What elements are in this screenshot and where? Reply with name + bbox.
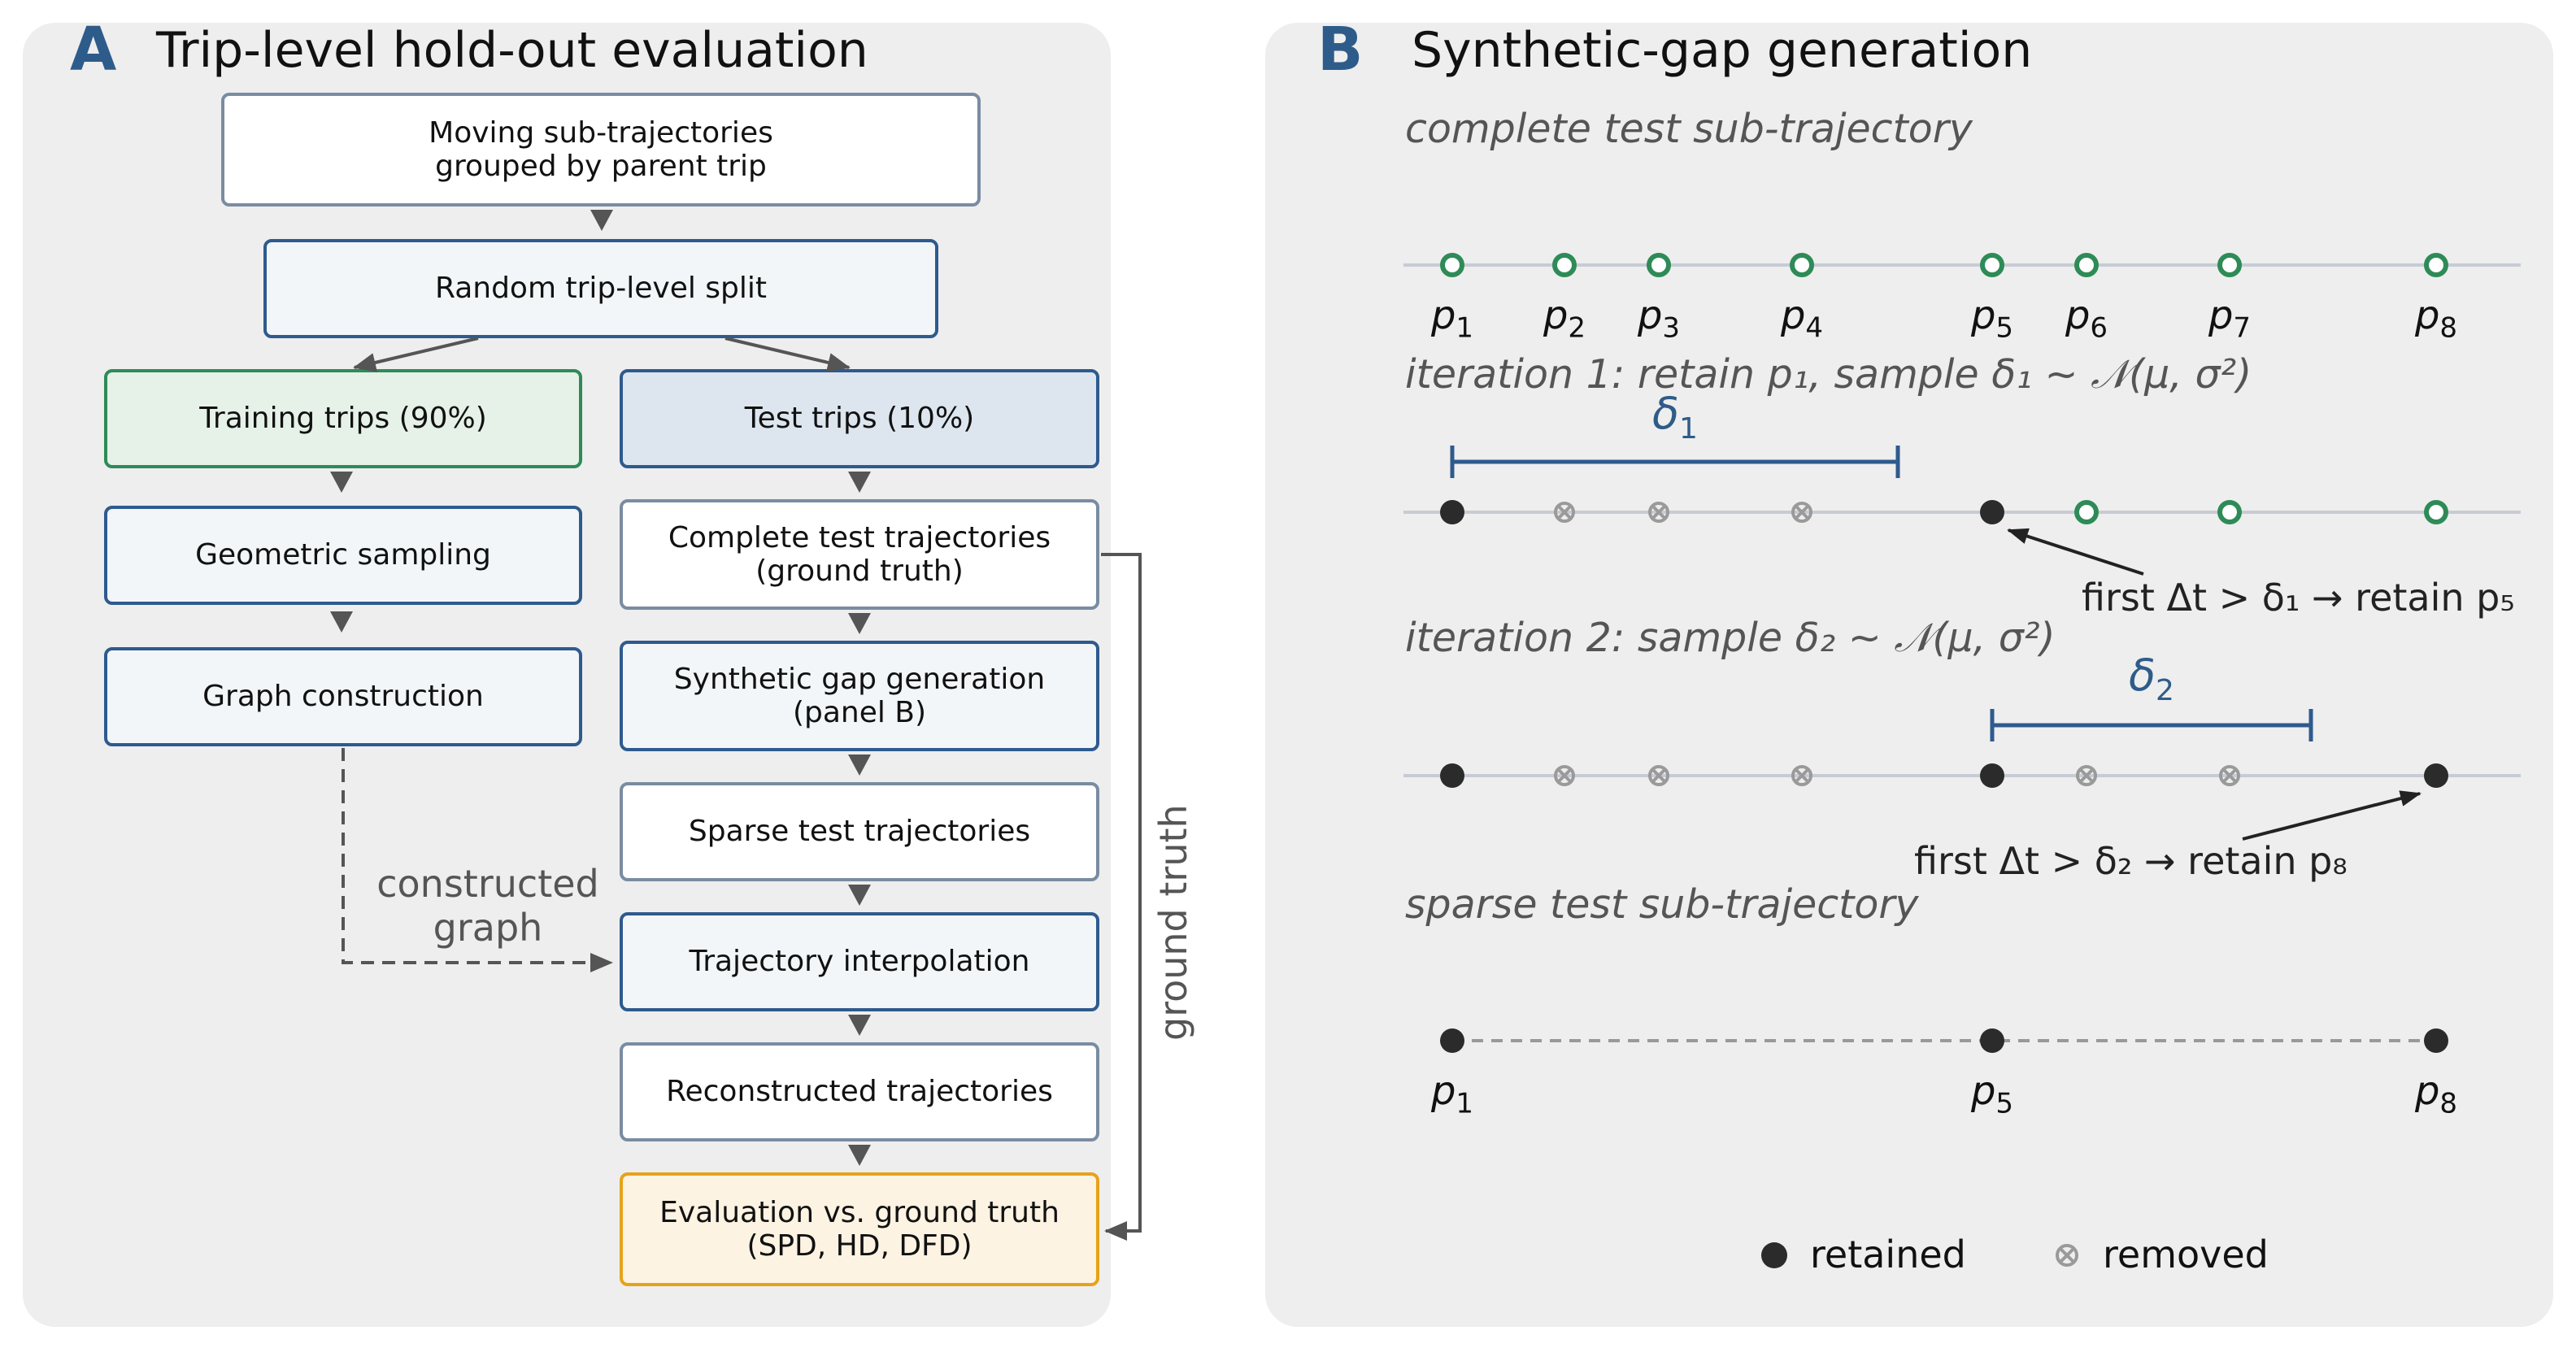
sparse-label-p8: p8: [2414, 1068, 2458, 1120]
box-random-split: Random trip-level split: [263, 239, 938, 338]
delta-1-bracket: [1450, 446, 1900, 478]
box-synthetic-gap-generation: Synthetic gap generation (panel B): [620, 641, 1099, 751]
timelines: [1403, 263, 2521, 777]
panel-a-title: Trip-level hold-out evaluation: [156, 22, 868, 79]
note-retain-p5: first Δt > δ₁ → retain p₅: [2082, 576, 2515, 620]
arrow-split-to-test: [724, 337, 851, 372]
sparse-point-p5: [1980, 1028, 2004, 1053]
box-reconstructed-trajectories: Reconstructed trajectories: [620, 1042, 1099, 1141]
constructed-graph-arrow: [342, 748, 613, 972]
point-p3-removed: [1648, 765, 1669, 786]
arrow-moving-to-split: [590, 210, 613, 231]
box-complete-test-trajectories: Complete test trajectories (ground truth…: [620, 499, 1099, 610]
constructed-graph-label: constructed graph: [376, 862, 599, 950]
row1-points: [1440, 253, 2448, 277]
panel-a-letter: A: [70, 15, 117, 85]
point-p4-removed: [1791, 502, 1812, 523]
flow-arrows: [330, 210, 871, 1166]
point-p1-retained: [1440, 763, 1464, 788]
point-p2: [1552, 253, 1577, 277]
point-label-p8: p8: [2414, 293, 2458, 345]
delta-2-bracket: [1990, 709, 2313, 741]
box-sparse-test-trajectories: Sparse test trajectories: [620, 782, 1099, 881]
arrow-to-p5: [2007, 528, 2144, 576]
point-p1-retained: [1440, 500, 1464, 524]
sparse-point-p8: [2424, 1028, 2448, 1053]
arrow-recon-to-eval: [848, 1145, 871, 1166]
arrow-geometric-to-graph: [330, 611, 353, 633]
point-p8: [2424, 253, 2448, 277]
point-p7-pending: [2217, 500, 2242, 524]
arrow-sparse-to-interp: [848, 885, 871, 906]
point-p7-removed: [2219, 765, 2240, 786]
legend-retained-label: retained: [1810, 1233, 1966, 1276]
point-p5-retained: [1980, 763, 2004, 788]
point-p5-retained: [1980, 500, 2004, 524]
ground-truth-arrow: [1101, 553, 1142, 1241]
point-p3: [1647, 253, 1671, 277]
arrow-split-to-training: [353, 337, 479, 372]
point-p4: [1790, 253, 1814, 277]
point-p4-removed: [1791, 765, 1812, 786]
legend-removed-label: removed: [2103, 1233, 2269, 1276]
arrow-synthetic-to-sparse: [848, 754, 871, 776]
point-p8-pending: [2424, 500, 2448, 524]
box-test-trips: Test trips (10%): [620, 369, 1099, 468]
box-moving-subtrajectories: Moving sub-trajectories grouped by paren…: [221, 93, 981, 207]
row2-points: [1440, 500, 2448, 524]
sparse-label-p5: p5: [1970, 1068, 2014, 1120]
row-title-sparse: sparse test sub-trajectory: [1405, 881, 1919, 928]
arrow-test-to-complete: [848, 472, 871, 493]
point-p6-pending: [2074, 500, 2099, 524]
point-label-p4: p4: [1780, 293, 1824, 345]
panel-b: [1265, 23, 2553, 1327]
delta-1-label: δ1: [1652, 388, 1698, 446]
point-label-p1: p1: [1430, 293, 1474, 345]
row-title-complete: complete test sub-trajectory: [1405, 106, 1973, 152]
box-evaluation: Evaluation vs. ground truth (SPD, HD, DF…: [620, 1172, 1099, 1286]
point-p8-retained: [2424, 763, 2448, 788]
legend-removed-marker: [2056, 1244, 2078, 1267]
sparse-label-p1: p1: [1430, 1068, 1474, 1120]
point-p6-removed: [2076, 765, 2097, 786]
box-trajectory-interpolation: Trajectory interpolation: [620, 912, 1099, 1011]
point-p6: [2074, 253, 2099, 277]
point-label-p2: p2: [1543, 293, 1586, 345]
note-retain-p8: first Δt > δ₂ → retain p₈: [1914, 839, 2348, 883]
row3-points: [1440, 763, 2448, 788]
panel-b-title: Synthetic-gap generation: [1412, 22, 2033, 79]
point-p2-removed: [1554, 502, 1575, 523]
point-p7: [2217, 253, 2242, 277]
point-p2-removed: [1554, 765, 1575, 786]
legend-retained-marker: [1761, 1242, 1787, 1268]
arrow-interp-to-recon: [848, 1015, 871, 1036]
point-label-p5: p5: [1970, 293, 2014, 345]
point-label-p7: p7: [2208, 293, 2252, 345]
row4-points: [1440, 1028, 2448, 1053]
box-geometric-sampling: Geometric sampling: [104, 506, 582, 605]
row-title-iteration-1: iteration 1: retain p₁, sample δ₁ ~ 𝒩(μ,…: [1405, 351, 2252, 398]
arrow-to-p8: [2242, 790, 2422, 841]
arrow-training-to-geometric: [330, 472, 353, 493]
point-p1: [1440, 253, 1464, 277]
panel-b-letter: B: [1317, 15, 1364, 85]
sparse-point-p1: [1440, 1028, 1464, 1053]
row-title-iteration-2: iteration 2: sample δ₂ ~ 𝒩(μ, σ²): [1405, 615, 2056, 661]
delta-2-label: δ2: [2129, 650, 2174, 707]
point-label-p6: p6: [2065, 293, 2108, 345]
point-p5: [1980, 253, 2004, 277]
arrow-complete-to-synthetic: [848, 613, 871, 634]
box-graph-construction: Graph construction: [104, 647, 582, 746]
point-label-p3: p3: [1637, 293, 1681, 345]
point-p3-removed: [1648, 502, 1669, 523]
box-training-trips: Training trips (90%): [104, 369, 582, 468]
